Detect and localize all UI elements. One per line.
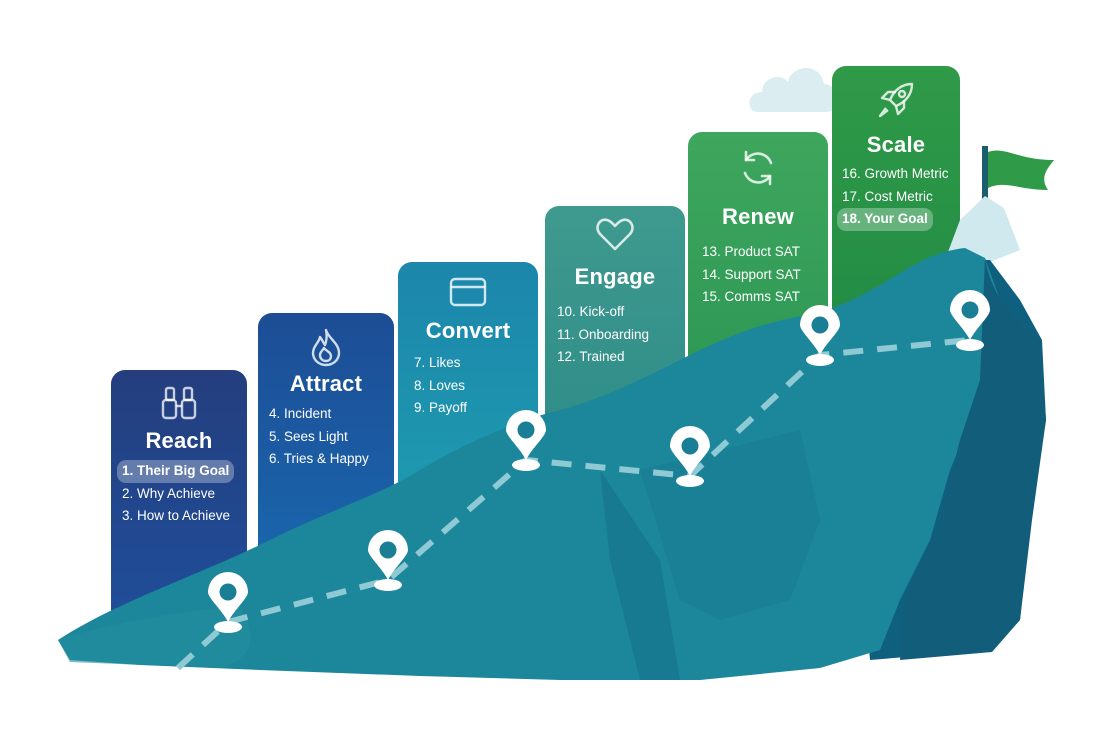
list-item: 4. Incident — [269, 406, 332, 421]
stage-list: 4. Incident 5. Sees Light 6. Tries & Hap… — [264, 403, 374, 471]
list-item: 16. Growth Metric — [842, 166, 949, 181]
credit-card-icon — [449, 277, 487, 307]
list-item: 1. Their Big Goal — [117, 460, 235, 483]
list-item: 8. Loves — [414, 377, 466, 393]
location-pin-icon — [950, 290, 990, 351]
stage-title: Scale — [866, 132, 926, 157]
list-item: 12. Trained — [557, 349, 625, 364]
stage-title: Convert — [425, 318, 511, 343]
list-item: 9. Payoff — [414, 400, 468, 415]
location-pin-icon — [670, 426, 710, 487]
stage-list: 16. Growth Metric 17. Cost Metric 18. Yo… — [837, 163, 954, 231]
stage-title: Engage — [574, 264, 656, 289]
stage-list: 1. Their Big Goal 2. Why Achieve 3. How … — [117, 460, 235, 528]
flame-icon — [311, 328, 341, 367]
list-item: 18. Your Goal — [837, 208, 933, 231]
list-item: 7. Likes — [414, 355, 461, 370]
stage-list: 7. Likes 8. Loves 9. Payoff — [409, 352, 472, 420]
heart-icon — [596, 218, 634, 251]
list-item: 2. Why Achieve — [122, 485, 216, 501]
list-item: 14. Support SAT — [702, 266, 801, 282]
stage-list: 10. Kick-off 11. Onboarding 12. Trained — [552, 301, 654, 369]
list-item: 5. Sees Light — [269, 428, 348, 444]
stage-list: 13. Product SAT 14. Support SAT 15. Comm… — [697, 241, 806, 309]
list-item: 15. Comms SAT — [702, 289, 801, 304]
list-item: 13. Product SAT — [702, 244, 801, 259]
flag-icon — [982, 146, 1054, 206]
cloud — [749, 68, 838, 112]
location-pin-icon — [800, 305, 840, 366]
refresh-icon — [743, 150, 773, 186]
stage-title: Renew — [722, 204, 794, 229]
list-item: 11. Onboarding — [557, 326, 650, 342]
binoculars-icon — [161, 386, 197, 420]
location-pin-icon — [208, 572, 248, 633]
list-item: 10. Kick-off — [557, 304, 625, 319]
stage-title: Attract — [289, 371, 363, 396]
location-pin-icon — [506, 410, 546, 471]
stage-card-engage: Engage 10. Kick-off 11. Onboarding 12. T… — [545, 206, 685, 436]
stage-title: Reach — [145, 428, 213, 453]
list-item: 3. How to Achieve — [122, 508, 231, 523]
list-item: 6. Tries & Happy — [269, 451, 369, 466]
rocket-icon — [878, 82, 914, 118]
location-pin-icon — [368, 530, 408, 591]
list-item: 17. Cost Metric — [842, 188, 933, 204]
